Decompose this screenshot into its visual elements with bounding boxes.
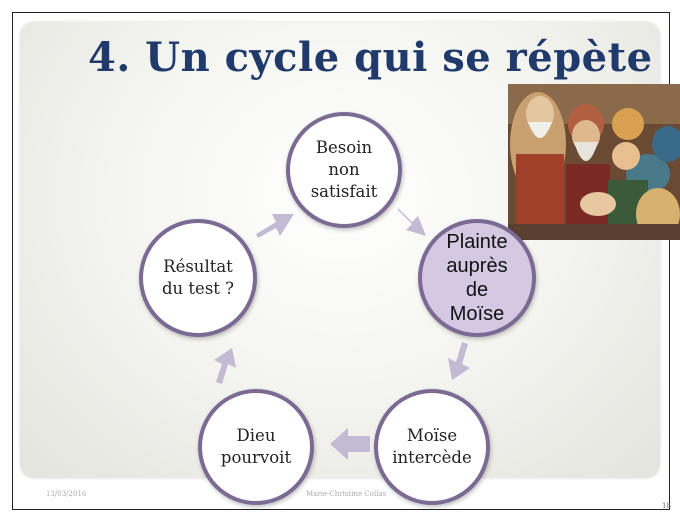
slide-title: 4. Un cycle qui se répète bbox=[88, 34, 653, 81]
cycle-arrow-icon bbox=[398, 208, 426, 236]
cycle-arrow-icon bbox=[330, 428, 370, 460]
cycle-step-complaint: Plainte auprès de Moïse bbox=[418, 219, 536, 337]
cycle-step-intercession: Moïse intercède bbox=[374, 389, 490, 505]
cycle-step-need: Besoin non satisfait bbox=[286, 112, 402, 228]
footer-date: 13/03/2016 bbox=[46, 490, 87, 498]
cycle-step-provision: Dieu pourvoit bbox=[198, 389, 314, 505]
page-number: 18 bbox=[662, 502, 671, 510]
cycle-arrow-icon bbox=[448, 342, 470, 380]
footer-author: Marie-Christine Collas bbox=[306, 490, 387, 498]
cycle-step-result: Résultat du test ? bbox=[139, 219, 257, 337]
moses-illustration bbox=[508, 84, 680, 240]
cycle-arrow-icon bbox=[214, 348, 236, 384]
cycle-arrow-icon bbox=[256, 214, 294, 238]
